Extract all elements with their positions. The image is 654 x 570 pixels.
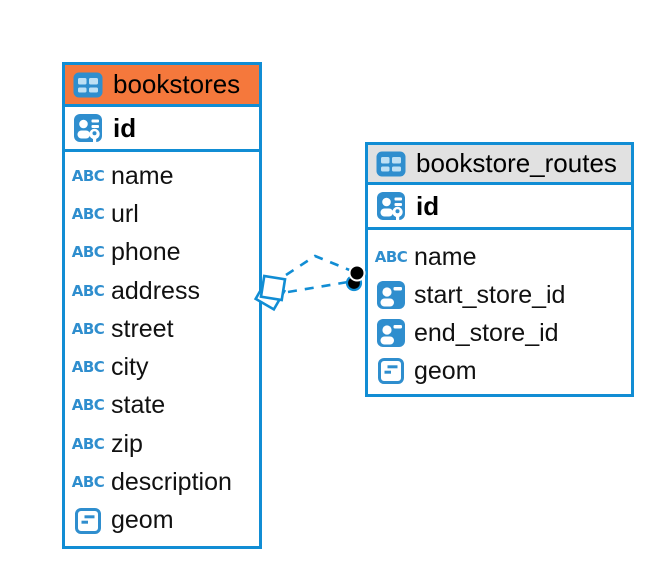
reference-type-icon [374,281,408,309]
column-row[interactable]: ABC name [65,157,259,195]
text-type-icon: ABC [71,319,105,338]
column-row[interactable]: ABC phone [65,234,259,272]
column-name: start_store_id [414,280,566,309]
column-name: state [111,391,166,420]
column-name: city [111,353,149,382]
geometry-type-icon [71,507,105,534]
column-name: geom [414,356,477,385]
column-name: end_store_id [414,318,559,347]
column-name: geom [111,506,174,535]
column-name: name [111,161,174,190]
text-type-icon: ABC [71,358,105,377]
column-row[interactable]: geom [65,502,259,540]
text-type-icon: ABC [71,281,105,300]
table-title: bookstores [113,69,241,99]
pk-column-name: id [416,190,440,221]
column-name: url [111,199,139,228]
column-name: phone [111,238,181,267]
table-title: bookstore_routes [416,148,617,178]
column-row[interactable]: end_store_id [368,314,631,352]
relationship-line[interactable] [285,254,353,294]
column-row[interactable]: ABC state [65,387,259,425]
column-name: description [111,468,232,497]
text-type-icon: ABC [71,243,105,262]
column-row[interactable]: start_store_id [368,276,631,314]
table-bookstore-routes-header[interactable]: bookstore_routes [368,145,631,185]
pk-column-name: id [113,112,137,143]
column-name: address [111,276,200,305]
pk-row-routes-id[interactable]: id [368,185,631,230]
text-type-icon: ABC [374,247,408,266]
column-name: street [111,314,174,343]
text-type-icon: ABC [71,434,105,453]
column-row[interactable]: geom [368,352,631,390]
relationship-target-dot-icon [345,264,366,292]
reference-type-icon [374,319,408,347]
table-bookstores-header[interactable]: bookstores [65,65,259,107]
column-row[interactable]: ABC zip [65,425,259,463]
column-row[interactable]: ABC street [65,310,259,348]
table-icon [374,151,408,177]
table-bookstores-columns: ABC name ABC url ABC phone ABC address A… [65,152,259,540]
text-type-icon: ABC [71,166,105,185]
column-row[interactable]: ABC name [368,238,631,276]
column-name: name [414,242,477,271]
column-row[interactable]: ABC url [65,195,259,233]
text-type-icon: ABC [71,396,105,415]
text-type-icon: ABC [71,204,105,223]
table-bookstores[interactable]: bookstores i [62,62,262,549]
table-routes-columns: ABC name start_store_id [368,230,631,390]
primary-key-icon [377,192,405,227]
column-name: zip [111,429,143,458]
table-icon [71,72,105,98]
column-row[interactable]: ABC city [65,348,259,386]
text-type-icon: ABC [71,473,105,492]
column-row[interactable]: ABC description [65,463,259,501]
column-row[interactable]: ABC address [65,272,259,310]
table-bookstore-routes[interactable]: bookstore_routes [365,142,634,397]
geometry-type-icon [374,358,408,384]
primary-key-icon [74,114,102,149]
pk-row-bookstores-id[interactable]: id [65,107,259,152]
